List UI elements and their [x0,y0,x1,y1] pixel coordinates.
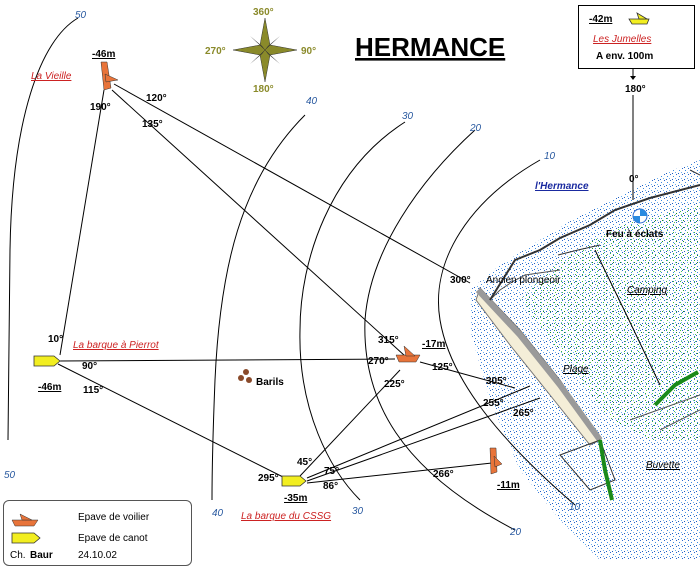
wreck11-bearing-266: 266° [433,469,454,480]
sailboat-wreck-icon [489,447,503,475]
jumelles-bearing: 180° [625,84,646,95]
pierrot-depth: -46m [38,382,61,393]
hermance-bearing-0: 0° [629,174,639,185]
depth-label-40-bottom: 40 [212,508,224,519]
cssg-bearing-45: 45° [297,457,312,468]
contour-30 [299,121,406,501]
sailboat-wreck-icon [100,61,119,91]
wreck17-bearing-125: 125° [432,362,453,373]
canoe-wreck-icon [628,12,650,25]
plongeoir-bearing-300: 300° [450,275,471,286]
map-title: HERMANCE [355,32,505,62]
compass-n-label: 360° [253,7,274,18]
jumelles-note: A env. 100m [596,51,654,62]
contour-40 [211,114,306,501]
cssg-bearing-86: 86° [323,481,338,492]
shore-area [470,160,700,560]
wreck17-bearing-270: 270° [368,356,389,367]
depth-label-50-bottom: 50 [4,470,16,481]
site-wreck-17: 315° -17m 270° 125° 225° [368,335,453,390]
barrel-icon [243,369,249,375]
cssg-depth: -35m [284,493,307,504]
canoe-wreck-icon [11,532,41,544]
pierrot-bearing-90: 90° [82,361,97,372]
depth-labels: 50 50 40 40 30 30 20 20 10 10 [4,10,581,538]
bearing-305: 305° [486,376,507,387]
feu-label: Feu à éclats [606,229,664,240]
depth-label-20-bottom: 20 [509,527,522,538]
compass-rose: 360° 180° 270° 90° [205,7,316,95]
contour-10 [438,159,576,506]
wreck17-bearing-315: 315° [378,335,399,346]
la-vieille-bearing-190: 190° [90,102,111,113]
plage-label: Plage [563,364,589,375]
legend-author: Baur [30,550,53,561]
site-la-vieille: La Vieille -46m 190° 120° 135° [31,49,167,130]
la-vieille-bearing-120: 120° [146,93,167,104]
pierrot-bearing-115: 115° [83,385,103,396]
buvette-label: Buvette [646,460,680,471]
jumelles-info-box: -42m Les Jumelles A env. 100m [578,5,695,69]
jumelles-depth: -42m [589,14,613,25]
wreck17-bearing-225: 225° [384,379,405,390]
compass-west-point [232,44,266,56]
la-vieille-bearing-135: 135° [142,119,163,130]
cssg-bearing-75: 75° [324,466,339,477]
canoe-wreck-icon [281,475,307,487]
compass-w-label: 270° [205,46,226,57]
jumelles-name: Les Jumelles [593,34,652,45]
hermance-river-label: l'Hermance [535,181,589,192]
canoe-wreck-icon [33,355,61,367]
depth-label-10: 10 [544,151,556,162]
legend-canot: Epave de canot [78,533,148,544]
wreck17-depth: -17m [422,339,445,350]
camping-label: Camping [627,285,667,296]
site-barils: Barils [238,369,284,388]
wreck11-depth: -11m [497,480,520,491]
bearing-255: 255° [483,398,504,409]
cssg-name: La barque du CSSG [241,511,331,522]
shore-labels: 300° Ancien plongeoir Camping Plage 305°… [450,174,680,471]
la-vieille-depth: -46m [92,49,115,60]
sailboat-wreck-icon [395,345,421,363]
barrel-icon [238,375,244,381]
depth-label-50: 50 [75,10,87,21]
cssg-bearing-295: 295° [258,473,279,484]
legend: Epave de voilier Epave de canot Ch. Baur… [3,500,192,566]
compass-east-point [264,44,298,56]
compass-s-label: 180° [253,84,274,95]
compass-e-label: 90° [301,46,316,57]
plongeoir-label: Ancien plongeoir [486,275,561,286]
bearing-lines [57,83,634,484]
wreck11-bearing-265: 265° [513,408,534,419]
legend-date: 24.10.02 [78,550,117,561]
site-wreck-11: 265° 266° -11m [433,408,534,491]
contour-50 [7,17,79,441]
compass-south-point [259,49,271,83]
barrel-icon [246,377,252,383]
depth-label-30-bottom: 30 [352,506,364,517]
sailboat-wreck-icon [11,513,39,527]
site-barque-cssg: 45° 75° 295° 86° -35m La barque du CSSG [241,457,339,522]
depth-label-30: 30 [402,111,414,122]
depth-label-40: 40 [306,96,318,107]
jumelles-pointer: 180° [625,67,646,95]
barils-label: Barils [256,377,284,388]
pierrot-bearing-10: 10° [48,334,63,345]
site-barque-pierrot: 10° La barque à Pierrot 90° -46m 115° [33,334,160,396]
la-vieille-name: La Vieille [31,71,72,82]
compass-north-point [259,17,271,51]
legend-voilier: Epave de voilier [78,512,150,523]
lighthouse-icon [632,208,648,224]
depth-label-10-bottom: 10 [569,502,581,513]
legend-author-prefix: Ch. [10,550,26,561]
depth-label-20: 20 [469,123,482,134]
pierrot-name: La barque à Pierrot [73,340,160,351]
